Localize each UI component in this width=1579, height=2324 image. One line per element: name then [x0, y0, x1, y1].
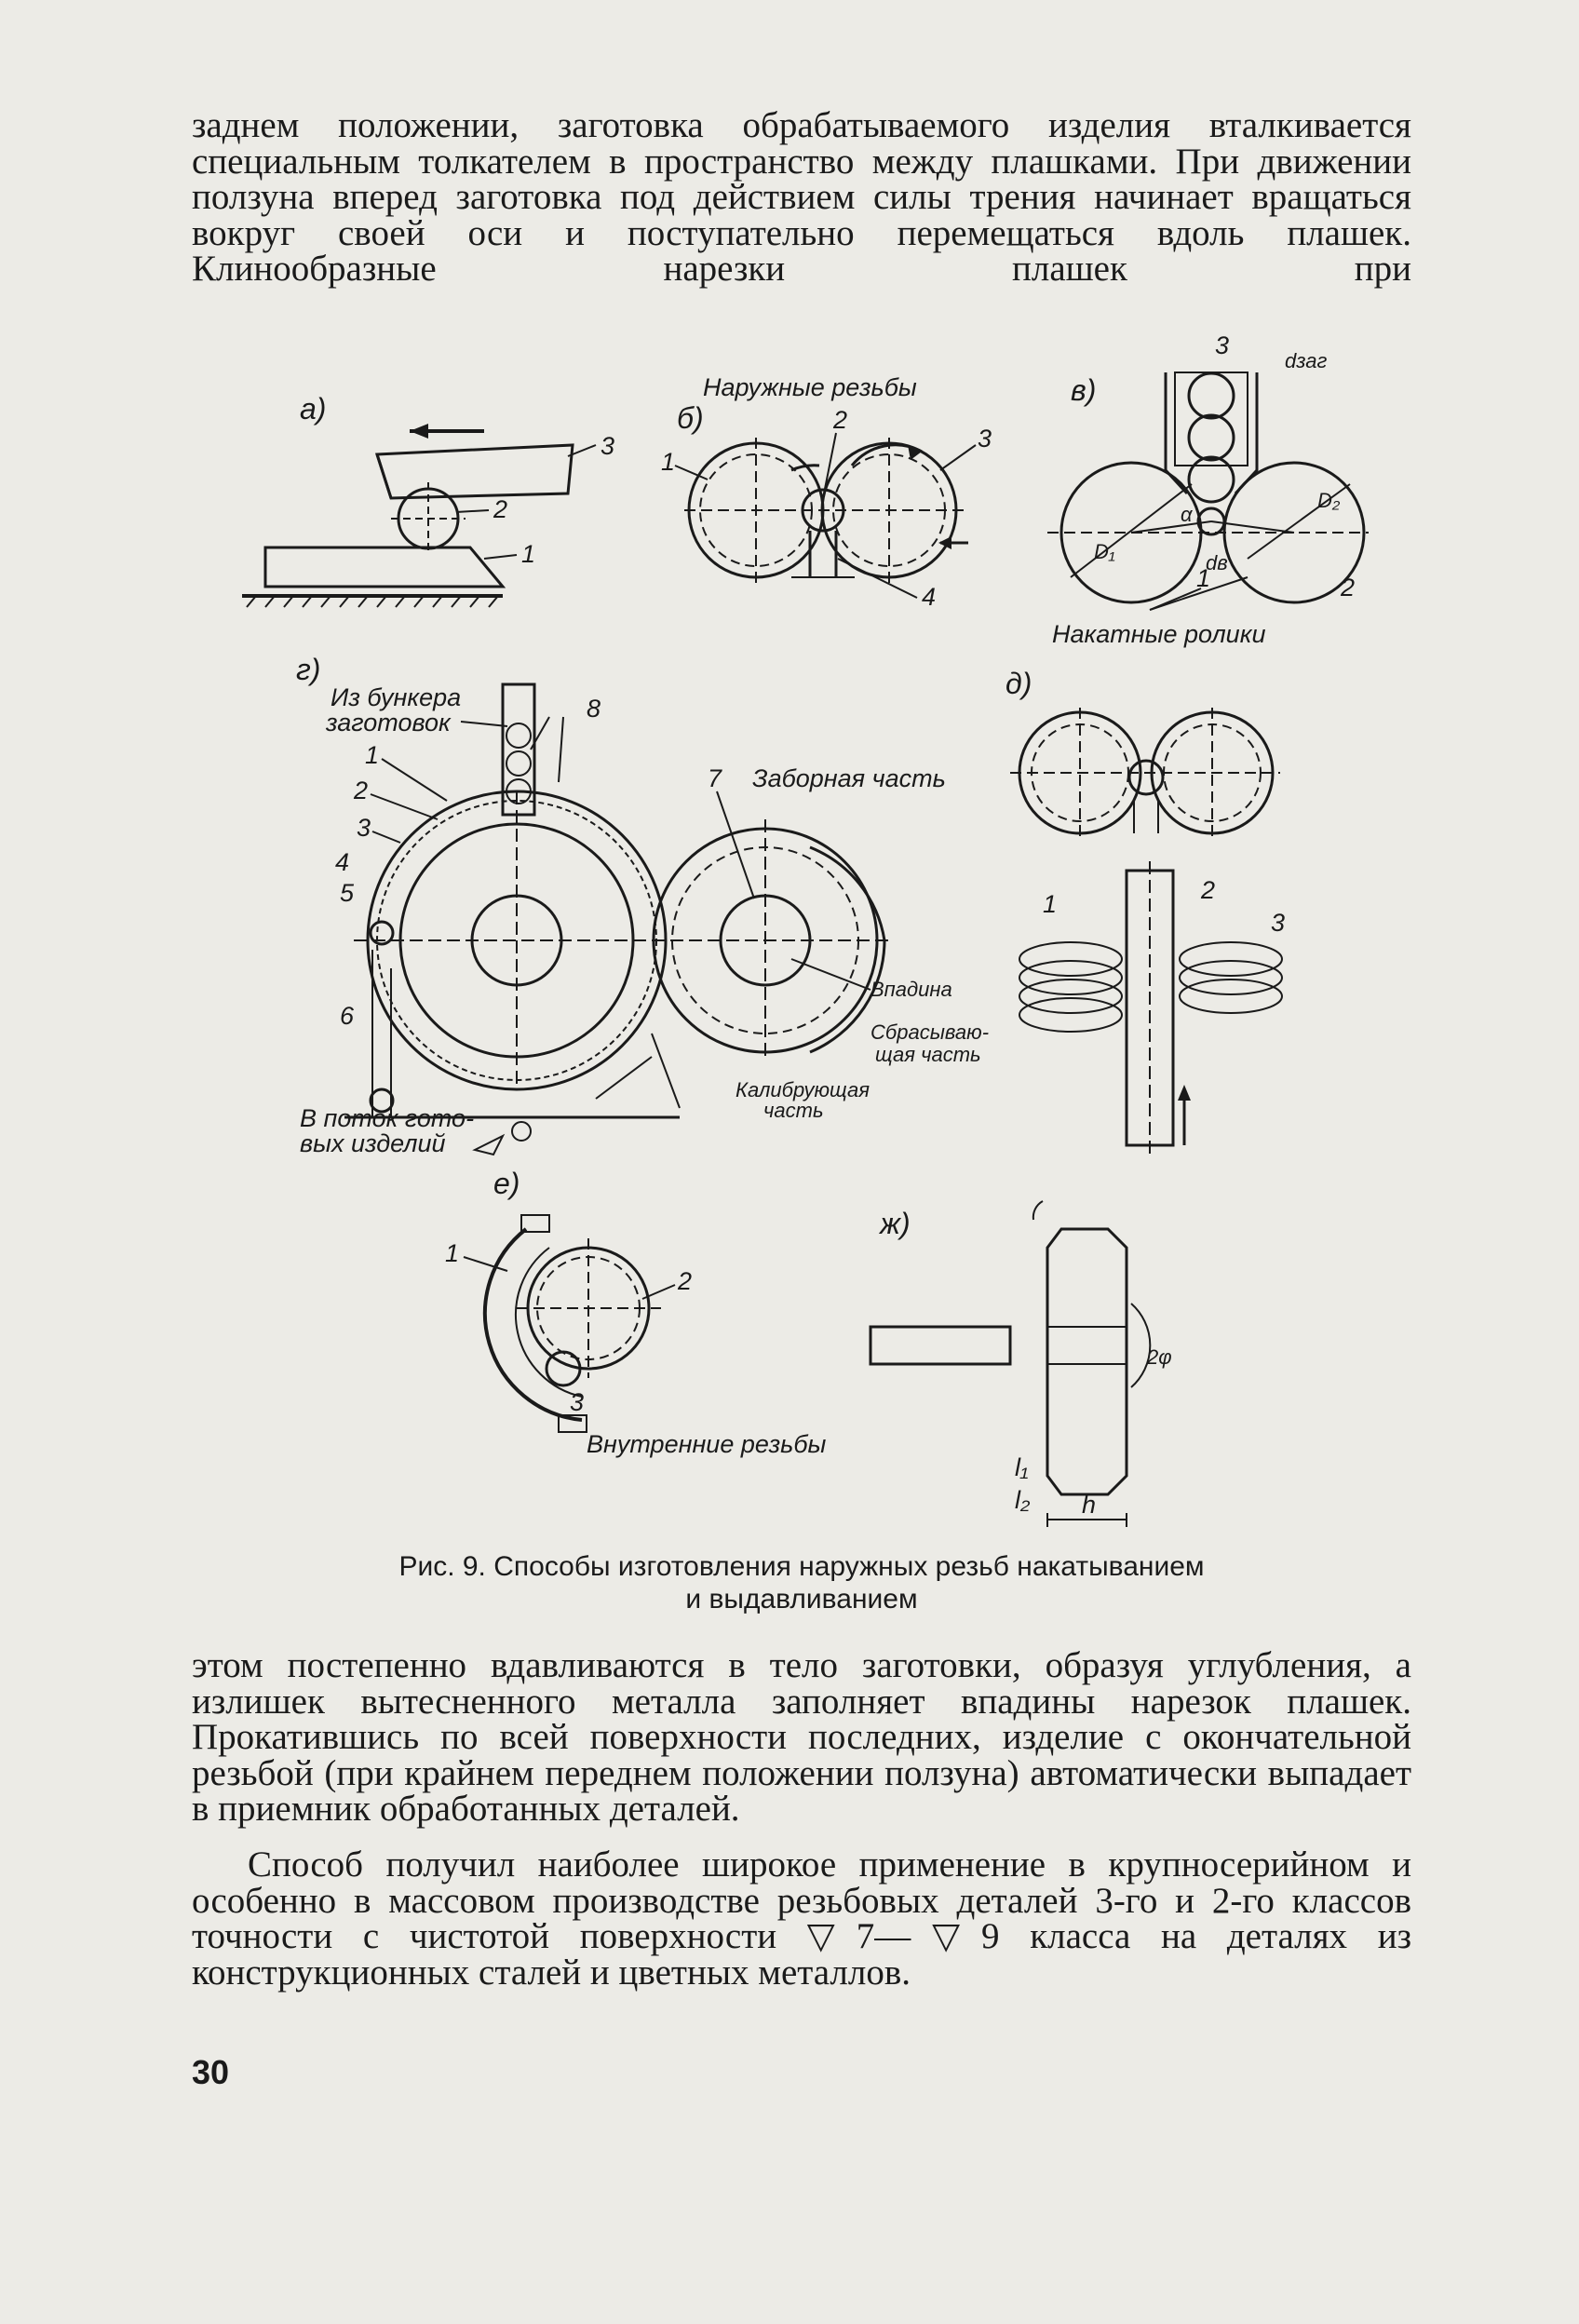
- label-bunker-1: Из бункера: [331, 683, 461, 711]
- diagram-v-feed-rollers: в) 3 dзаг D₁ D₂ α dв 1 2 Накатные ролики: [1047, 331, 1369, 648]
- label-d-zag: dзаг: [1285, 349, 1327, 372]
- label-calibrating-1: Калибрующая: [736, 1078, 870, 1101]
- label-sub-b: б): [677, 401, 704, 435]
- label-b-3: 3: [978, 425, 992, 453]
- page-number: 30: [192, 2053, 230, 2091]
- label-d-1: 1: [1043, 890, 1057, 918]
- label-release-1: Сбрасываю-: [870, 1020, 989, 1044]
- label-e-2: 2: [677, 1267, 692, 1295]
- label-d-2: 2: [1200, 876, 1215, 904]
- label-g-4: 4: [335, 848, 349, 876]
- label-b-2: 2: [832, 406, 847, 434]
- label-e-3: 3: [570, 1388, 584, 1416]
- label-sub-d: д): [1005, 667, 1032, 700]
- label-g-2: 2: [353, 777, 368, 804]
- label-e-1: 1: [445, 1239, 459, 1267]
- figure-caption-line1: Рис. 9. Способы изготовления наружных ре…: [398, 1551, 1205, 1582]
- label-g-5: 5: [340, 879, 355, 907]
- diagram-d-rollers-rod: д) 1 2 3: [1005, 667, 1285, 1155]
- label-d-3: 3: [1271, 909, 1285, 937]
- title-external-threads: Наружные резьбы: [703, 373, 917, 401]
- title-internal-threads: Внутренние резьбы: [587, 1430, 827, 1458]
- label-a-1: 1: [521, 540, 535, 568]
- label-g-8: 8: [587, 695, 601, 723]
- label-v-1: 1: [1196, 564, 1210, 592]
- label-g-3: 3: [357, 814, 371, 842]
- diagram-zh-extrusion: ж) 2φ l₁ l₂ h: [869, 1200, 1172, 1527]
- paragraph-bottom: Способ получил наиболее широкое применен…: [192, 1844, 1411, 1993]
- diagram-e-internal: е) 1 2 3 Внутренние резьбы: [445, 1167, 827, 1458]
- label-intake-part: Заборная часть: [752, 764, 946, 792]
- label-sub-e: е): [493, 1167, 520, 1200]
- label-sub-a: а): [300, 392, 326, 426]
- label-g-7: 7: [708, 764, 722, 792]
- label-calibrating-2: часть: [763, 1099, 824, 1122]
- label-alpha: α: [1181, 503, 1194, 526]
- label-release-2: щая часть: [875, 1043, 981, 1066]
- figure-caption-line2: и выдавливанием: [685, 1584, 918, 1615]
- diagram-b-two-rollers: Наружные резьбы б) 1 2 3 4: [661, 373, 992, 611]
- label-h: h: [1082, 1491, 1096, 1519]
- label-a-2: 2: [493, 495, 507, 523]
- label-l2: l₂: [1015, 1486, 1031, 1514]
- label-g-6: 6: [340, 1002, 355, 1030]
- label-D1: D₁: [1094, 540, 1115, 563]
- label-2phi: 2φ: [1146, 1345, 1172, 1369]
- label-flow-1: В поток гото-: [300, 1104, 474, 1132]
- label-a-3: 3: [601, 432, 614, 460]
- diagram-g-planetary: г) Из бункера заготовок 8: [296, 653, 989, 1157]
- label-d-v: dв: [1206, 551, 1228, 574]
- label-l1: l₁: [1015, 1453, 1029, 1481]
- paragraph-top: заднем положении, заготовка обрабатываем…: [192, 105, 1411, 289]
- label-b-4: 4: [922, 583, 936, 611]
- label-rolling-rollers: Накатные ролики: [1052, 620, 1265, 648]
- label-v-2: 2: [1340, 574, 1355, 601]
- label-sub-zh: ж): [878, 1207, 911, 1240]
- diagram-a-flat-dies: а) 3 2 1: [242, 392, 614, 608]
- label-sub-g: г): [296, 653, 320, 686]
- label-bunker-2: заготовок: [325, 709, 452, 736]
- label-g-1: 1: [365, 741, 379, 769]
- label-b-1: 1: [661, 448, 675, 476]
- label-flow-2: вых изделий: [300, 1129, 446, 1157]
- paragraph-middle: этом постепенно вдавливаются в тело заго…: [192, 1645, 1411, 1829]
- label-hollow: Впадина: [870, 978, 952, 1001]
- label-D2: D₂: [1317, 489, 1341, 512]
- label-v-3: 3: [1215, 331, 1229, 359]
- label-sub-v: в): [1071, 373, 1096, 407]
